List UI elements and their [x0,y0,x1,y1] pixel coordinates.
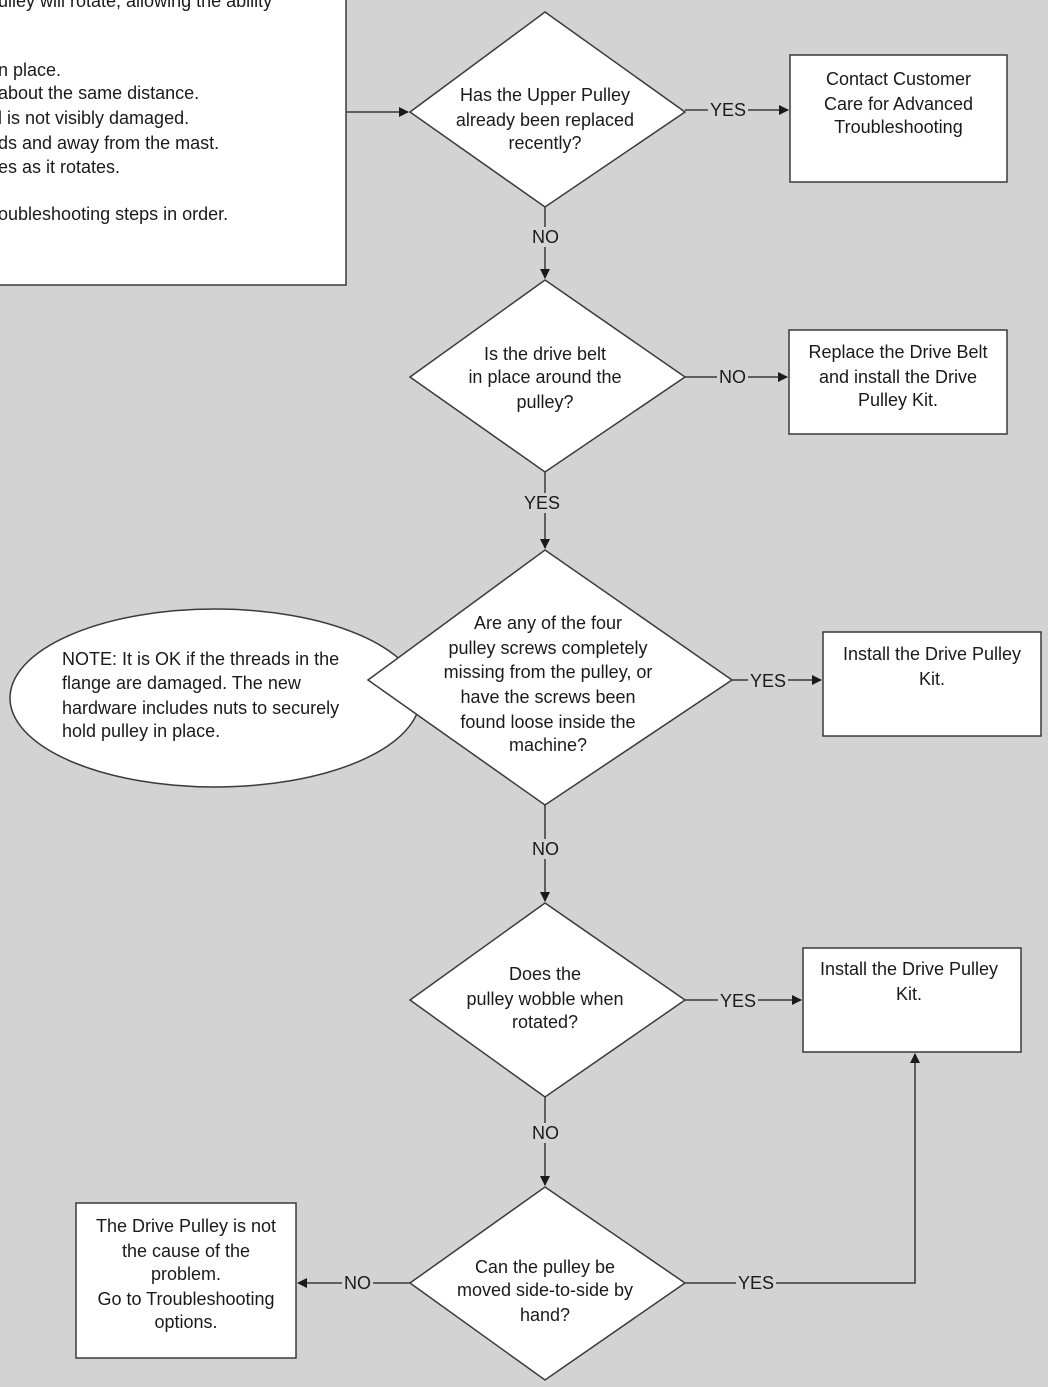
contact-care-box [789,54,1008,183]
intro-line-2: n place. [0,60,62,80]
drive-belt-line-1: Is the drive belt [483,344,607,364]
screws-line-2: pulley screws completely [448,638,648,658]
contact-care-line-2: Care for Advanced [823,94,974,114]
intro-line-6: es as it rotates. [0,157,121,177]
replace-belt-box [788,329,1008,435]
not-cause-line-3: problem. [150,1264,222,1284]
not-cause-line-2: the cause of the [121,1241,251,1261]
not-cause-box [75,1202,297,1359]
edge-label-screws-yes: YES [748,671,789,691]
replace-belt-line-1: Replace the Drive Belt [808,342,988,362]
edge-label-screws-no: NO [530,839,561,859]
edge-label-upper-yes: YES [708,100,749,120]
upper-pulley-line-3: recently? [508,133,582,153]
decision-side-to-side [408,1186,687,1381]
edge-label-wobble-yes: YES [718,991,759,1011]
install-kit-box-1 [822,631,1042,737]
screws-line-5: found loose inside the [460,712,636,732]
install-kit-box-2 [802,947,1022,1053]
wobble-line-1: Does the [508,964,582,984]
not-cause-line-1: The Drive Pulley is not [95,1216,277,1236]
replace-belt-line-3: Pulley Kit. [857,390,939,410]
note-line-1: NOTE: It is OK if the threads in the [62,649,340,669]
edge-label-belt-yes: YES [522,493,563,513]
install-kit-2-line-2: Kit. [895,984,922,1004]
upper-pulley-line-1: Has the Upper Pulley [459,85,631,105]
note-line-2: flange are damaged. The new [62,673,301,693]
intro-line-3: about the same distance. [0,83,200,103]
install-kit-1-line-1: Install the Drive Pulley [842,644,1022,664]
contact-care-line-1: Contact Customer [825,69,972,89]
screws-line-1: Are any of the four [473,613,623,633]
drive-belt-line-2: in place around the [468,367,622,387]
side-line-2: moved side-to-side by [456,1280,634,1300]
wobble-line-3: rotated? [511,1012,579,1032]
not-cause-line-5: options. [154,1312,218,1332]
screws-line-6: machine? [508,735,588,755]
edge-label-side-yes: YES [736,1273,777,1293]
upper-pulley-line-2: already been replaced [455,110,635,130]
intro-line-5: ds and away from the mast. [0,133,220,153]
intro-line-1: ulley will rotate, allowing the ability [0,0,273,11]
drive-belt-line-3: pulley? [516,392,574,412]
contact-care-line-3: Troubleshooting [834,117,963,137]
side-line-3: hand? [519,1305,571,1325]
edge-label-side-no: NO [342,1273,373,1293]
note-line-3: hardware includes nuts to securely [62,698,340,718]
edge-label-upper-no: NO [530,227,561,247]
intro-box [0,0,347,286]
replace-belt-line-2: and install the Drive [818,367,978,387]
intro-line-4: l is not visibly damaged. [0,108,190,128]
screws-line-3: missing from the pulley, or [443,662,653,682]
intro-line-7: oubleshooting steps in order. [0,204,229,224]
side-line-1: Can the pulley be [474,1257,616,1277]
edge-label-belt-no: NO [717,367,748,387]
wobble-line-2: pulley wobble when [466,989,624,1009]
install-kit-2-line-1: Install the Drive Pulley [819,959,999,979]
edge-label-wobble-no: NO [530,1123,561,1143]
note-line-4: hold pulley in place. [62,721,221,741]
arrow-side-yes [685,1053,920,1284]
screws-line-4: have the screws been [460,687,636,707]
install-kit-1-line-2: Kit. [918,669,945,689]
not-cause-line-4: Go to Troubleshooting [97,1289,275,1309]
